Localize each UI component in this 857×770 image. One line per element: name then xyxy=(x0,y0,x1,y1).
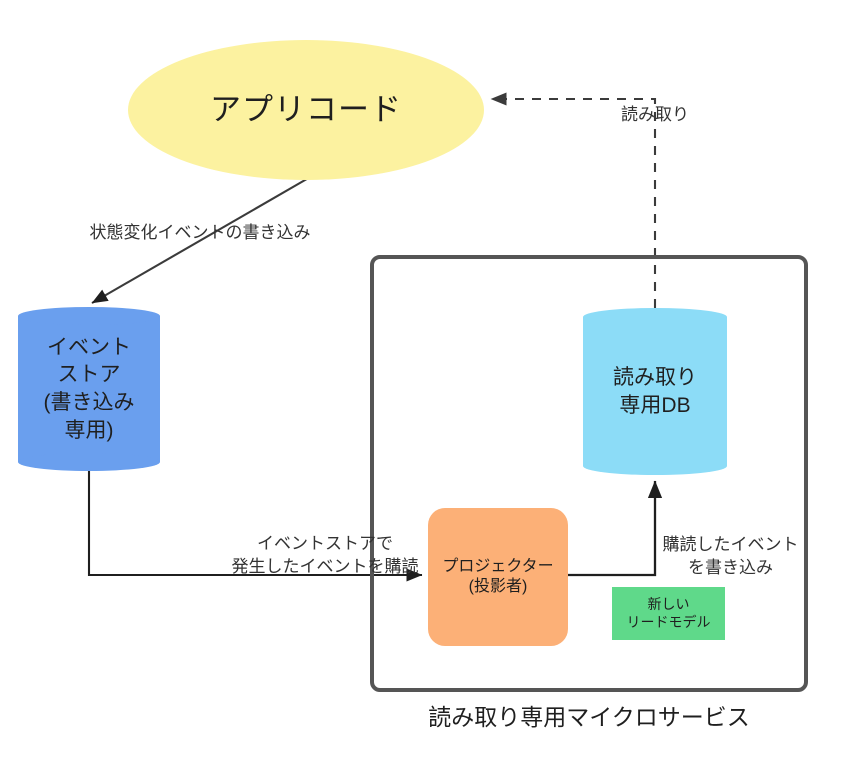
cylinder-bottom-ellipse xyxy=(583,457,727,475)
microservice-boundary xyxy=(370,255,808,692)
node-read-db[interactable]: 読み取り 専用DB xyxy=(583,308,727,475)
edge-label-read: 読み取り xyxy=(621,105,689,124)
edge-subscribe xyxy=(87,471,423,582)
edge-write-events xyxy=(91,175,313,304)
node-app-code-label: アプリコード xyxy=(210,92,402,128)
edge-label-write-subscribed: 購読したイベント を書き込み xyxy=(662,535,799,577)
node-read-model[interactable]: 新しい リードモデル xyxy=(612,587,725,640)
microservice-caption: 読み取り専用マイクロサービス xyxy=(428,704,750,730)
cylinder-body xyxy=(583,317,727,466)
cylinder-top-ellipse xyxy=(18,307,160,325)
node-projector[interactable]: プロジェクター (投影者) xyxy=(428,508,568,646)
node-event-store-label: イベント ストア (書き込み 専用) xyxy=(43,335,135,442)
edge-read xyxy=(490,92,657,308)
edge-label-write-events: 状態変化イベントの書き込み xyxy=(89,223,311,242)
node-read-model-label: 新しい リードモデル xyxy=(626,595,711,630)
edge-label-subscribe: イベントストアで 発生したイベントを購読 xyxy=(231,534,419,576)
node-app-code[interactable]: アプリコード xyxy=(128,40,484,180)
node-projector-label: プロジェクター (投影者) xyxy=(442,557,554,595)
cylinder-top-ellipse xyxy=(583,308,727,326)
cylinder-body xyxy=(18,316,160,462)
node-event-store[interactable]: イベント ストア (書き込み 専用) xyxy=(18,307,160,471)
cylinder-bottom-ellipse xyxy=(18,453,160,471)
node-read-db-label: 読み取り 専用DB xyxy=(613,365,697,417)
edge-write-subscribed xyxy=(568,480,663,577)
